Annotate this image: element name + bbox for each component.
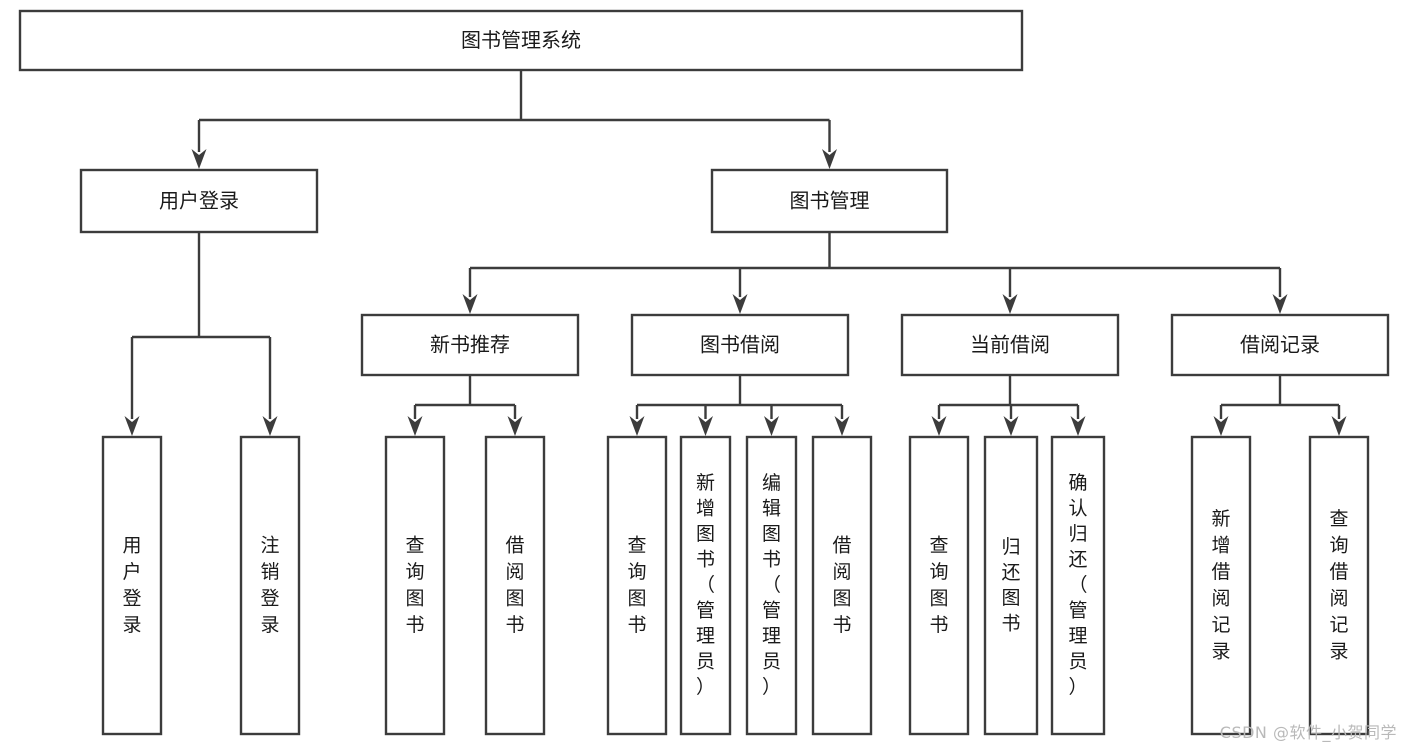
node-box[interactable]: [18, 9, 1024, 72]
node-label: 图书借阅: [700, 333, 780, 357]
node-root[interactable]: 图书管理系统: [18, 9, 1024, 72]
node-box[interactable]: [983, 435, 1039, 736]
node-label: 确认归还（管理员）: [1068, 472, 1087, 698]
node-leaf-rec-query[interactable]: 查询借阅记录: [1308, 435, 1370, 736]
arrow-head-icon: [822, 149, 837, 169]
edge-group-l3-record: [1213, 375, 1347, 436]
arrow-head-icon: [507, 416, 523, 436]
node-leaf-rec-add[interactable]: 新增借阅记录: [1190, 435, 1252, 736]
node-label: 新增借阅记录: [1211, 508, 1230, 663]
node-label: 借阅图书: [505, 535, 524, 637]
node-box[interactable]: [745, 435, 798, 736]
node-box[interactable]: [1050, 435, 1106, 736]
node-label: 查询借阅记录: [1329, 508, 1348, 663]
arrow-head-icon: [1002, 294, 1018, 314]
arrow-head-icon: [1070, 416, 1086, 436]
node-label: 归还图书: [1001, 536, 1020, 635]
node-box[interactable]: [900, 313, 1120, 377]
csdn-watermark: CSDN @软件_小贺同学: [1219, 723, 1397, 742]
node-box[interactable]: [811, 435, 873, 736]
node-leaf-user-logout[interactable]: 注销登录: [239, 435, 301, 736]
node-leaf-bw-add[interactable]: 新增图书（管理员）: [679, 435, 732, 736]
node-leaf-user-login[interactable]: 用户登录: [101, 435, 163, 736]
node-box[interactable]: [630, 313, 850, 377]
node-label: 图书管理系统: [461, 28, 581, 52]
node-label: 借阅记录: [1240, 333, 1320, 357]
node-box[interactable]: [484, 435, 546, 736]
node-leaf-cur-return[interactable]: 归还图书: [983, 435, 1039, 736]
node-label: 新增图书（管理员）: [696, 472, 715, 698]
node-box[interactable]: [360, 313, 580, 377]
node-leaf-cur-confirm[interactable]: 确认归还（管理员）: [1050, 435, 1106, 736]
node-label: 编辑图书（管理员）: [762, 472, 781, 698]
node-label: 新书推荐: [430, 333, 510, 357]
arrow-head-icon: [931, 416, 947, 436]
node-leaf-nb-query[interactable]: 查询图书: [384, 435, 446, 736]
node-leaf-bw-query[interactable]: 查询图书: [606, 435, 668, 736]
arrow-head-icon: [834, 416, 850, 436]
node-l2-book[interactable]: 图书管理: [710, 168, 949, 234]
node-label: 借阅图书: [832, 535, 851, 637]
node-leaf-bw-edit[interactable]: 编辑图书（管理员）: [745, 435, 798, 736]
arrow-head-icon: [1003, 416, 1019, 436]
node-l3-newbook[interactable]: 新书推荐: [360, 313, 580, 377]
node-label: 用户登录: [122, 535, 141, 637]
arrow-head-icon: [732, 294, 748, 314]
arrow-head-icon: [124, 416, 140, 436]
node-label: 查询图书: [627, 535, 646, 637]
node-box[interactable]: [1308, 435, 1370, 736]
node-label: 当前借阅: [970, 333, 1050, 357]
arrow-head-icon: [1331, 416, 1347, 436]
node-label: 查询图书: [405, 535, 424, 637]
node-label: 注销登录: [260, 535, 279, 637]
node-label: 查询图书: [929, 535, 948, 637]
node-box[interactable]: [606, 435, 668, 736]
node-box[interactable]: [908, 435, 970, 736]
edge-group-l3-borrow: [629, 375, 850, 436]
arrow-head-icon: [462, 294, 478, 314]
node-l3-borrow[interactable]: 图书借阅: [630, 313, 850, 377]
edge-group-l2-book: [462, 232, 1288, 314]
arrow-head-icon: [629, 416, 645, 436]
node-leaf-cur-query[interactable]: 查询图书: [908, 435, 970, 736]
node-l3-current[interactable]: 当前借阅: [900, 313, 1120, 377]
arrow-head-icon: [764, 416, 779, 436]
edge-group-l3-newbook: [407, 375, 523, 436]
node-leaf-nb-borrow[interactable]: 借阅图书: [484, 435, 546, 736]
node-l2-user[interactable]: 用户登录: [79, 168, 319, 234]
node-l3-record[interactable]: 借阅记录: [1170, 313, 1390, 377]
connector-layer: [124, 70, 1347, 436]
edge-group-l2-user: [124, 232, 278, 436]
arrow-head-icon: [262, 416, 278, 436]
node-box[interactable]: [1170, 313, 1390, 377]
node-label: 用户登录: [159, 189, 239, 213]
node-box[interactable]: [239, 435, 301, 736]
arrow-head-icon: [191, 149, 207, 169]
node-leaf-bw-borrow[interactable]: 借阅图书: [811, 435, 873, 736]
arrow-head-icon: [1272, 294, 1288, 314]
node-box[interactable]: [679, 435, 732, 736]
arrow-head-icon: [698, 416, 713, 436]
arrow-head-icon: [1213, 416, 1229, 436]
arrow-head-icon: [407, 416, 423, 436]
edge-group-l3-current: [931, 375, 1086, 436]
node-label: 图书管理: [790, 189, 870, 213]
node-box[interactable]: [101, 435, 163, 736]
edge-group-root: [191, 70, 837, 169]
node-box[interactable]: [384, 435, 446, 736]
node-box[interactable]: [1190, 435, 1252, 736]
node-box[interactable]: [710, 168, 949, 234]
node-layer: 图书管理系统用户登录图书管理新书推荐图书借阅当前借阅借阅记录用户登录注销登录查询…: [18, 9, 1390, 736]
node-box[interactable]: [79, 168, 319, 234]
